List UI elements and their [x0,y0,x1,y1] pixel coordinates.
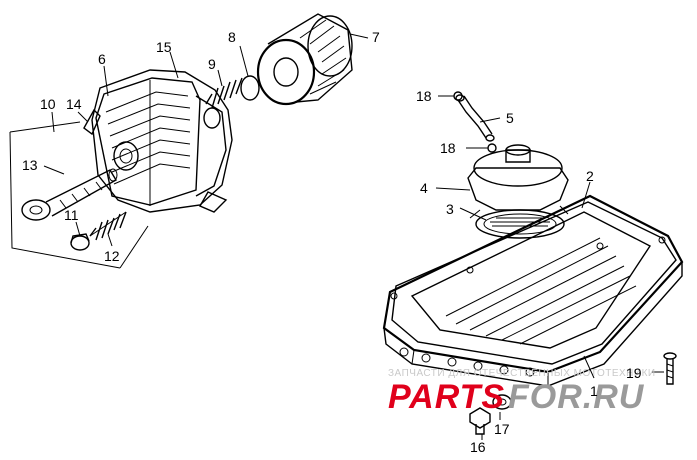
strainer-body [467,144,569,219]
filter-bolt [21,168,118,221]
callout-8: 8 [228,29,236,45]
callout-15: 15 [156,39,172,55]
callout-labels: 1 2 3 4 5 6 7 8 9 10 11 12 13 14 15 16 1… [22,29,642,455]
callout-5: 5 [506,110,514,126]
leader-lines-right [435,95,664,440]
watermark-logo-left: PARTS [388,378,505,416]
callout-2: 2 [586,168,594,184]
callout-4: 4 [420,180,428,196]
gasket-ring [83,108,101,136]
relief-spring [89,211,127,241]
oil-strainer-screen [475,209,565,239]
callout-6: 6 [98,51,106,67]
pan-bolt [663,352,677,385]
callout-3: 3 [446,201,454,217]
callout-19: 19 [626,365,642,381]
bypass-spring [205,77,243,109]
watermark-subtitle: ЗАПЧАСТИ ДЛЯ ОТЕЧЕСТВЕННЫХ МОТОТЕХНИКИ [388,368,656,379]
oil-filter-housing [91,69,233,213]
oil-pipe [455,94,495,142]
callout-17: 17 [494,421,510,437]
watermark: ЗАПЧАСТИ ДЛЯ ОТЕЧЕСТВЕННЫХ МОТОТЕХНИКИ P… [388,368,656,416]
oil-pan [382,194,684,387]
o-ring [240,75,260,101]
callout-14: 14 [66,96,82,112]
callout-18-lower: 18 [440,140,456,156]
callout-18-top: 18 [416,88,432,104]
watermark-logo-right: FOR.RU [508,378,645,416]
drain-washer [492,394,512,410]
leader-lines-left [43,33,369,247]
drain-bolt [469,407,491,435]
callout-11: 11 [64,207,79,223]
callout-9: 9 [208,56,216,72]
group-bracket [9,121,149,269]
callout-10: 10 [40,96,56,112]
callout-7: 7 [372,29,380,45]
relief-valve-cap [70,233,90,251]
oil-filter-element [256,13,353,106]
callout-12: 12 [104,248,120,264]
callout-1: 1 [590,383,598,399]
callout-16: 16 [470,439,486,455]
callout-13: 13 [22,157,38,173]
